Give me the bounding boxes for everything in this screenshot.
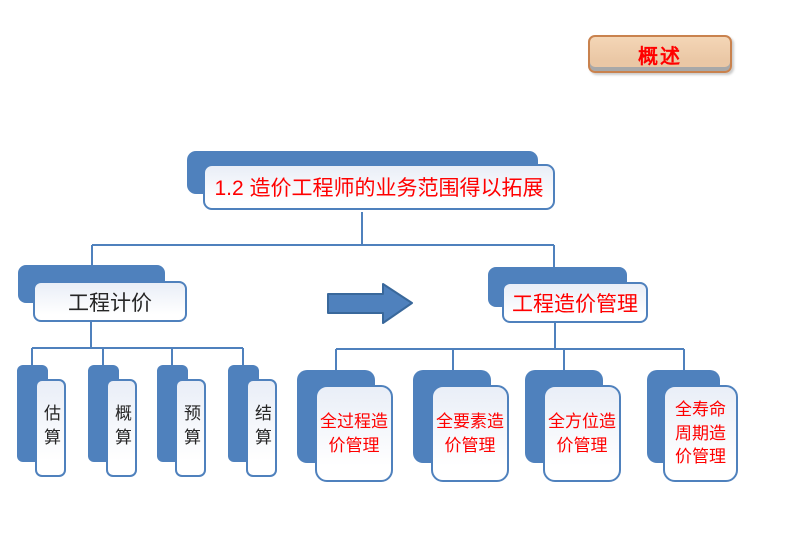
node-whole-process-box: 全过程造 价管理 (315, 385, 393, 482)
node-budget-box: 预算 (175, 379, 206, 477)
node-life-cycle-label: 全寿命 周期造 价管理 (675, 399, 726, 467)
node-cost-management-label: 工程造价管理 (512, 292, 638, 316)
node-life-cycle-box: 全寿命 周期造 价管理 (663, 385, 738, 482)
node-whole-process-label: 全过程造 价管理 (320, 411, 388, 455)
node-project-pricing: 工程计价 (33, 281, 187, 322)
node-all-factor-box: 全要素造 价管理 (431, 385, 509, 482)
node-estimate: 估算 (17, 365, 72, 481)
node-all-round-label: 全方位造 价管理 (548, 411, 616, 455)
node-all-factor-cost-mgmt: 全要素造 价管理 (413, 370, 513, 486)
page-title: 1.2 造价工程师的业务范围得以拓展 (214, 177, 544, 200)
node-rough-estimate-box: 概算 (106, 379, 137, 477)
overview-badge-label: 概述 (638, 45, 682, 68)
node-rough-estimate: 概算 (88, 365, 143, 481)
node-all-factor-label: 全要素造 价管理 (436, 411, 504, 455)
node-rough-estimate-label: 概算 (112, 404, 131, 452)
right-arrow-icon (327, 283, 413, 324)
node-cost-management: 工程造价管理 (502, 282, 648, 323)
overview-badge: 概述 (588, 35, 732, 73)
node-life-cycle-cost-mgmt: 全寿命 周期造 价管理 (647, 370, 747, 486)
node-estimate-box: 估算 (35, 379, 66, 477)
node-project-pricing-label: 工程计价 (68, 291, 152, 315)
node-all-round-cost-mgmt: 全方位造 价管理 (525, 370, 625, 486)
node-settlement-label: 结算 (252, 404, 271, 452)
connector-right-subtree (335, 323, 685, 371)
node-budget: 预算 (157, 365, 212, 481)
node-budget-label: 预算 (181, 404, 200, 452)
node-estimate-label: 估算 (41, 404, 60, 452)
title-node: 1.2 造价工程师的业务范围得以拓展 (203, 164, 555, 210)
node-settlement: 结算 (228, 365, 283, 481)
node-settlement-box: 结算 (246, 379, 277, 477)
connector-left-subtree (31, 322, 244, 366)
node-whole-process-cost-mgmt: 全过程造 价管理 (297, 370, 397, 486)
node-all-round-box: 全方位造 价管理 (543, 385, 621, 482)
connector-title-to-branches (91, 212, 555, 268)
